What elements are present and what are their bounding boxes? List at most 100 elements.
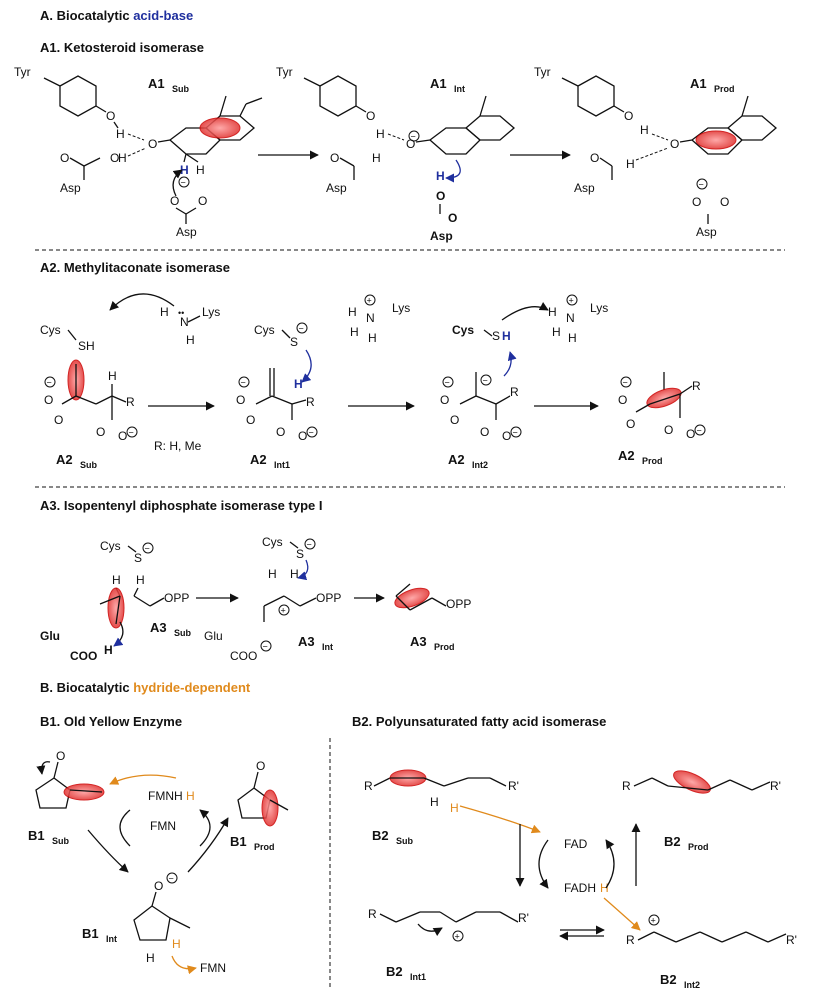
svg-text:Cys: Cys [262, 535, 283, 549]
svg-text:O: O [298, 429, 307, 443]
svg-text:A2: A2 [618, 448, 635, 463]
svg-text:N: N [566, 311, 575, 325]
svg-text:H: H [368, 331, 377, 345]
svg-text:O: O [448, 211, 457, 225]
svg-text:S: S [290, 335, 298, 349]
svg-text:Prod: Prod [434, 642, 455, 652]
svg-text:Int: Int [106, 934, 117, 944]
svg-text:Sub: Sub [52, 836, 70, 846]
svg-text:OPP: OPP [164, 591, 189, 605]
b2-hydride-arrow-2 [603, 897, 641, 931]
svg-text:B1: B1 [230, 834, 247, 849]
svg-text:H: H [268, 567, 277, 581]
svg-text:−: − [181, 178, 186, 188]
svg-text:H: H [104, 643, 113, 657]
b2-equilibrium-arrows [559, 925, 605, 941]
svg-text:A1: A1 [690, 76, 707, 91]
svg-text:R': R' [518, 911, 529, 925]
svg-text:O: O [276, 425, 285, 439]
svg-text:Int: Int [322, 642, 333, 652]
svg-text:R': R' [786, 933, 797, 947]
svg-text:−: − [263, 642, 268, 652]
svg-text:−: − [411, 132, 416, 142]
svg-text:Prod: Prod [254, 842, 275, 852]
svg-text:O: O [692, 195, 701, 209]
svg-text:A3: A3 [298, 634, 315, 649]
b2-fadh-label: FADH [564, 881, 596, 895]
svg-text:A3: A3 [150, 620, 167, 635]
section-a1-title: A1. Ketosteroid isomerase [40, 40, 204, 55]
svg-text:Lys: Lys [590, 301, 608, 315]
svg-text:A3: A3 [410, 634, 427, 649]
svg-text:−: − [309, 428, 314, 438]
svg-text:R: R [368, 907, 377, 921]
svg-text:R': R' [508, 779, 519, 793]
svg-text:A1: A1 [430, 76, 447, 91]
svg-text:−: − [241, 378, 246, 388]
svg-text:H: H [112, 573, 121, 587]
b1-cycle-right [199, 809, 211, 847]
svg-text:O: O [664, 423, 673, 437]
a2-lys-ammonium-1: H + N H Lys H [348, 294, 410, 345]
svg-text:A2: A2 [250, 452, 267, 467]
svg-text:Cys: Cys [254, 323, 275, 337]
svg-text:−: − [699, 180, 704, 190]
svg-text:O: O [720, 195, 729, 209]
svg-text:O: O [198, 194, 207, 208]
svg-text:B2: B2 [386, 964, 403, 979]
svg-text:A1: A1 [148, 76, 165, 91]
svg-text:B2: B2 [660, 972, 677, 987]
svg-text:Lys: Lys [202, 305, 220, 319]
svg-text:H: H [552, 325, 561, 339]
svg-text:H: H [294, 377, 303, 391]
a1-prod-highlight-ellipse [695, 130, 737, 150]
svg-text:−: − [145, 544, 150, 554]
svg-text:H: H [136, 573, 145, 587]
svg-text:R: R [306, 395, 315, 409]
svg-text:O: O [256, 759, 265, 773]
svg-text:A2: A2 [448, 452, 465, 467]
svg-text:Tyr: Tyr [534, 65, 551, 79]
svg-text:O: O [480, 425, 489, 439]
svg-text:H: H [146, 951, 155, 965]
svg-text:R: R [510, 385, 519, 399]
svg-text:Glu: Glu [40, 629, 60, 643]
svg-text:O: O [170, 194, 179, 208]
svg-text:H: H [350, 325, 359, 339]
a2-r-definition: R: H, Me [154, 439, 202, 453]
b1-sub-highlight-ellipse [63, 783, 105, 801]
svg-text:Prod: Prod [714, 84, 735, 94]
b2-cycle-right [605, 839, 615, 889]
svg-text:O: O [624, 109, 633, 123]
svg-text:Sub: Sub [172, 84, 190, 94]
svg-text:••: •• [178, 308, 184, 318]
svg-text:−: − [513, 428, 518, 438]
svg-text:Asp: Asp [574, 181, 595, 195]
section-a-title: A. Biocatalytic acid-base [40, 8, 193, 23]
svg-text:R: R [622, 779, 631, 793]
svg-text:Sub: Sub [80, 460, 98, 470]
svg-text:H: H [118, 151, 127, 165]
svg-text:O: O [670, 137, 679, 151]
svg-text:+: + [455, 932, 460, 942]
svg-text:S: S [492, 329, 500, 343]
svg-text:+: + [281, 606, 286, 616]
svg-text:S: S [296, 547, 304, 561]
svg-text:Int2: Int2 [684, 980, 700, 990]
b2-prod-highlight-ellipse [673, 770, 711, 794]
svg-text:H: H [116, 127, 125, 141]
svg-text:Prod: Prod [688, 842, 709, 852]
svg-text:−: − [697, 426, 702, 436]
svg-text:Int: Int [454, 84, 465, 94]
svg-text:H: H [186, 333, 195, 347]
svg-text:O: O [236, 393, 245, 407]
svg-text:H: H [186, 789, 195, 803]
svg-text:B1: B1 [28, 828, 45, 843]
